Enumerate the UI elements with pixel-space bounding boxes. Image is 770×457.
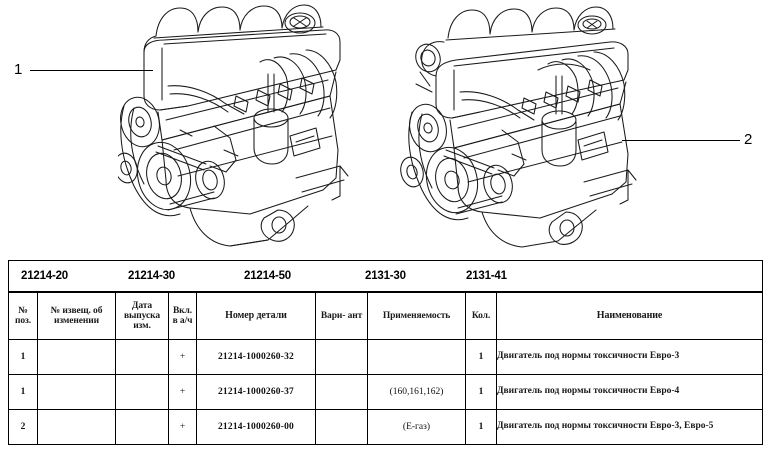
callout-leader-line-2 [622, 140, 740, 141]
model-2131-41: 2131-41 [466, 270, 507, 282]
models-row: 21214-20 21214-30 21214-50 2131-30 2131-… [7, 260, 764, 293]
table-row[interactable]: 1 + 21214-1000260-32 1 Двигатель под нор… [8, 339, 764, 375]
engine-illustration-left [118, 0, 378, 248]
cell-included: + [168, 339, 197, 375]
table-row[interactable]: 1 + 21214-1000260-37 (160,161,162) 1 Дви… [8, 374, 764, 410]
cell-release-date [115, 339, 169, 375]
header-quantity: Кол. [465, 291, 497, 340]
parts-table: 21214-20 21214-30 21214-50 2131-30 2131-… [7, 260, 764, 445]
cell-part-number: 21214-1000260-32 [196, 339, 316, 375]
cell-variant [315, 374, 368, 410]
table-row[interactable]: 2 + 21214-1000260-00 (Е-газ) 1 Двигатель… [8, 409, 764, 445]
cell-part-number: 21214-1000260-37 [196, 374, 316, 410]
cell-name: Двигатель под нормы токсичности Евро-4 [495, 374, 764, 410]
callout-label-1: 1 [14, 61, 23, 78]
cell-release-date [115, 374, 169, 410]
header-variant: Вари- ант [315, 291, 368, 340]
engine-illustration-right [398, 0, 658, 248]
header-applicability: Применяемость [367, 291, 466, 340]
cell-quantity: 1 [465, 374, 497, 410]
cell-variant [315, 409, 368, 445]
header-position: № поз. [8, 291, 38, 340]
parts-table-container: 21214-20 21214-30 21214-50 2131-30 2131-… [7, 260, 764, 445]
cell-notice-number [37, 374, 116, 410]
model-21214-50: 21214-50 [244, 270, 291, 282]
header-notice-number: № извещ. об изменении [37, 291, 116, 340]
header-part-number: Номер детали [196, 291, 316, 340]
cell-position: 2 [8, 409, 38, 445]
models-cell: 21214-20 21214-30 21214-50 2131-30 2131-… [7, 260, 764, 293]
header-name: Наименование [495, 291, 764, 340]
model-2131-30: 2131-30 [365, 270, 406, 282]
cell-part-number: 21214-1000260-00 [196, 409, 316, 445]
cell-quantity: 1 [465, 409, 497, 445]
cell-name: Двигатель под нормы токсичности Евро-3 [495, 339, 764, 375]
cell-position: 1 [8, 374, 38, 410]
cell-name: Двигатель под нормы токсичности Евро-3, … [495, 409, 764, 445]
cell-included: + [168, 409, 197, 445]
cell-variant [315, 339, 368, 375]
callout-label-2: 2 [744, 131, 753, 148]
cell-release-date [115, 409, 169, 445]
cell-included: + [168, 374, 197, 410]
header-release-date: Дата выпуска изм. [115, 291, 169, 340]
table-header-row: № поз. № извещ. об изменении Дата выпуск… [8, 291, 764, 340]
model-21214-20: 21214-20 [21, 270, 68, 282]
cell-notice-number [37, 409, 116, 445]
cell-applicability: (160,161,162) [367, 374, 466, 410]
cell-applicability [367, 339, 466, 375]
cell-notice-number [37, 339, 116, 375]
cell-applicability: (Е-газ) [367, 409, 466, 445]
callout-leader-line-1 [30, 70, 153, 71]
model-21214-30: 21214-30 [128, 270, 175, 282]
cell-quantity: 1 [465, 339, 497, 375]
cell-position: 1 [8, 339, 38, 375]
header-included: Вкл. в а/ч [168, 291, 197, 340]
engine-illustration-area: 1 2 [14, 0, 753, 248]
